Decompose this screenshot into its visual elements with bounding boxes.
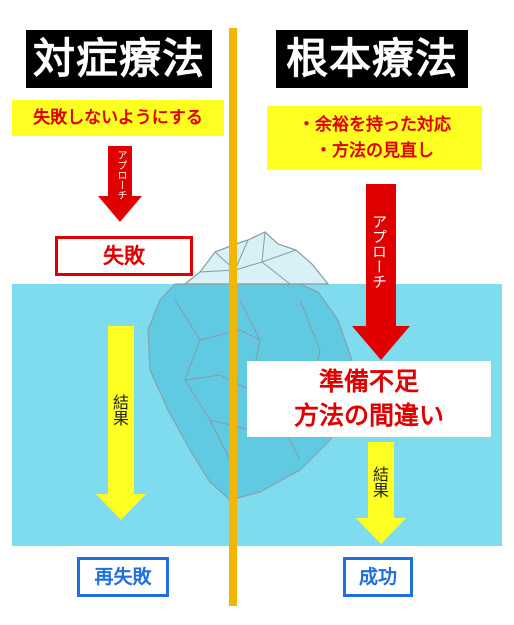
failure-box: 失敗 <box>55 236 193 276</box>
right-approach-label: アプローチ <box>370 214 388 289</box>
refailure-box: 再失敗 <box>77 557 169 597</box>
cause-item: 準備不足 <box>318 367 419 396</box>
cause-item: 方法の間違い <box>293 401 444 430</box>
success-box: 成功 <box>343 557 413 597</box>
title-root-treatment: 根本療法 <box>276 30 468 88</box>
action-item: ・方法の見直し <box>315 141 434 161</box>
right-actions-box: ・余裕を持った対応 ・方法の見直し <box>267 106 482 170</box>
center-divider <box>229 28 237 606</box>
title-symptomatic-treatment: 対症療法 <box>26 30 212 88</box>
approach-arrow-right <box>352 184 410 360</box>
approach-arrow-left <box>98 146 142 222</box>
left-approach-label: アプローチ <box>115 150 126 200</box>
result-arrow-right <box>356 442 406 544</box>
left-goal-box: 失敗しないようにする <box>12 100 224 136</box>
action-item: ・余裕を持った対応 <box>298 115 451 135</box>
result-arrow-left <box>96 326 146 520</box>
right-result-label: 結果 <box>370 466 389 498</box>
left-result-label: 結果 <box>110 394 129 426</box>
iceberg-tip <box>183 231 330 285</box>
root-cause-box: 準備不足 方法の間違い <box>247 361 491 437</box>
